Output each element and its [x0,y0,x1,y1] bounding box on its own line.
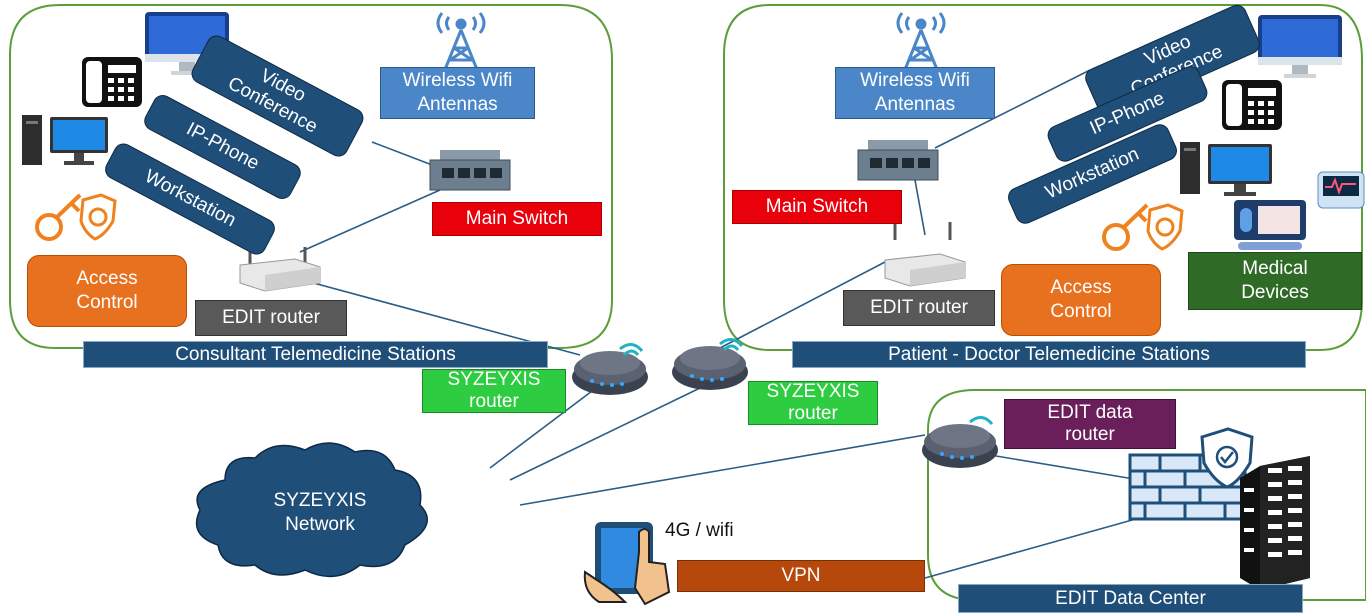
edit-data-router-icon [922,416,998,468]
medical-device-icon [1234,200,1306,250]
syzeyxis-router-left-label: SYZEYXIS router [422,369,566,413]
patient-switch-icon [857,140,939,181]
syzeyxis-router-left-icon [572,343,648,395]
patient-access-control-label: Access Control [1001,264,1161,336]
syzeyxis-router-right-label: SYZEYXIS router [748,381,878,425]
desk-phone-icon [82,57,142,107]
mobile-4g-wifi-label: 4G / wifi [665,520,734,541]
consultant-switch-icon [429,150,511,191]
patient-wifi-antennas-label: Wireless Wifi Antennas [835,67,995,119]
patient-wifi-tower-icon [896,12,946,73]
access-key-icon [35,193,117,241]
edit-data-center-title: EDIT Data Center [958,584,1303,613]
consultant-stations-title: Consultant Telemedicine Stations [83,341,548,368]
patient-frame [723,4,1363,351]
consultant-main-switch-label: Main Switch [432,202,602,236]
medical-monitor-icon [1317,171,1365,209]
patient-medical-devices-label: Medical Devices [1188,252,1362,310]
patient-desk-phone-icon [1222,80,1282,130]
syzeyxis-network-label: SYZEYXIS Network [273,490,367,535]
patient-access-key-icon [1102,203,1184,251]
syzeyxis-router-right-icon [672,338,748,390]
consultant-router-icon [239,247,321,292]
consultant-wifi-antennas-label: Wireless Wifi Antennas [380,67,535,119]
consultant-access-control-label: Access Control [27,255,187,327]
firewall-icon [1128,427,1254,521]
patient-main-switch-label: Main Switch [732,190,902,224]
patient-edit-router-label: EDIT router [843,290,995,326]
server-rack-icon [1240,456,1310,590]
connection-lines [294,69,1151,579]
tablet-hand-icon [583,522,671,606]
patient-stations-title: Patient - Doctor Telemedicine Stations [792,341,1306,368]
vpn-label: VPN [677,560,925,592]
edit-data-router-label: EDIT data router [1004,399,1176,449]
consultant-frame [9,4,613,349]
workstation-icon [22,115,108,165]
syzeyxis-cloud-shape [195,442,429,578]
patient-router-icon [884,222,966,287]
patient-monitor-icon [1258,15,1342,78]
consultant-edit-router-label: EDIT router [195,300,347,336]
consultant-wifi-tower-icon [436,12,486,73]
patient-workstation-icon [1180,142,1272,196]
